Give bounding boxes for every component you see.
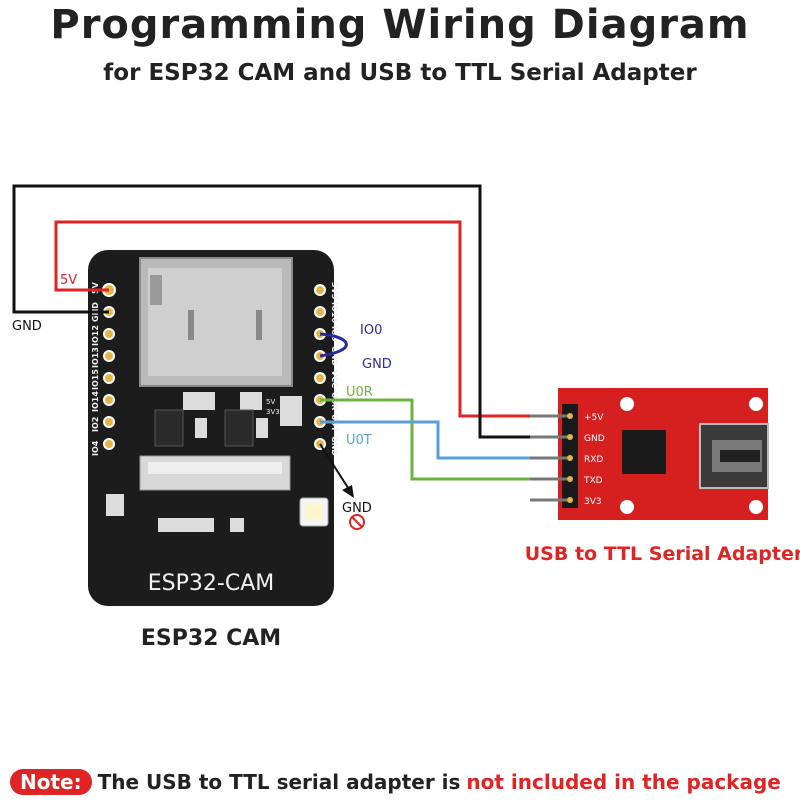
pin-io14[interactable]	[103, 394, 115, 406]
left-pin-label-6: IO2	[91, 417, 100, 432]
adapter-pin-gnd[interactable]: GND	[584, 434, 605, 444]
esp32-cam-board	[88, 250, 334, 606]
left-pin-label-4: IO15	[91, 369, 100, 390]
page-title: Programming Wiring Diagram	[50, 2, 750, 48]
right-pin-label-0: 3V3	[330, 282, 339, 299]
wire-label-u0r: U0R	[346, 385, 373, 400]
wire-label-io0: IO0	[360, 323, 382, 338]
wire-u0t	[320, 420, 530, 460]
adapter-caption: USB to TTL Serial Adapter	[525, 543, 800, 565]
note-text: The USB to TTL serial adapter is	[97, 770, 461, 794]
wire-label-u0t: U0T	[346, 433, 372, 448]
wire-label-gnd-jumper: GND	[362, 357, 392, 372]
pin-io13[interactable]	[103, 350, 115, 362]
right-pin-label-1: IO16	[330, 302, 339, 323]
note-highlight: not included in the package	[466, 770, 781, 794]
pin-io15[interactable]	[103, 372, 115, 384]
adapter-pin-3v3[interactable]: 3V3	[584, 497, 602, 507]
right-pin-label-4: VCC	[330, 370, 339, 388]
wire-5v	[54, 220, 530, 418]
adapter-pin-txd[interactable]: TXD	[583, 476, 603, 486]
pin-io16[interactable]	[314, 306, 326, 318]
left-pin-label-5: IO14	[91, 391, 100, 412]
adapter-pin-5v[interactable]: +5V	[584, 413, 604, 423]
pin-io2[interactable]	[103, 416, 115, 428]
left-pin-label-2: IO12	[91, 325, 100, 346]
right-pin-label-2: IO0	[330, 326, 339, 342]
left-pin-label-7: IO4	[91, 440, 100, 456]
left-pin-label-3: IO13	[91, 347, 100, 368]
adapter-pin-rxd[interactable]: RXD	[584, 455, 603, 465]
right-pin-label-7: GND	[330, 436, 339, 456]
note-bar: Note: The USB to TTL serial adapter is n…	[10, 766, 790, 798]
pin-3v3[interactable]	[314, 284, 326, 296]
wire-gnd	[12, 184, 530, 439]
adapter-chip	[622, 430, 666, 474]
page-subtitle: for ESP32 CAM and USB to TTL Serial Adap…	[103, 60, 697, 86]
gnd-arrow-line	[319, 443, 353, 495]
silk-5v: 5V	[266, 398, 275, 406]
jumper-io0-gnd	[319, 332, 348, 358]
esp32-caption: ESP32 CAM	[141, 626, 281, 651]
wire-u0r	[320, 398, 530, 481]
usb-ttl-adapter: +5V GND RXD TXD 3V3	[530, 388, 769, 520]
wire-label-gnd-pin: GND	[342, 501, 372, 516]
wire-label-gnd: GND	[12, 319, 42, 334]
pin-vcc[interactable]	[314, 372, 326, 384]
right-pin-label-3: GND	[330, 346, 339, 366]
left-pin-label-0: 5V	[91, 281, 100, 294]
wire-label-5v: 5V	[60, 273, 77, 288]
gnd-arrow-head	[342, 485, 354, 498]
pin-io12[interactable]	[103, 328, 115, 340]
pin-io4[interactable]	[103, 438, 115, 450]
note-badge: Note:	[10, 769, 92, 795]
board-label: ESP32-CAM	[148, 571, 274, 596]
silk-3v3: 3V3	[266, 408, 280, 416]
prohibited-icon	[349, 514, 365, 530]
